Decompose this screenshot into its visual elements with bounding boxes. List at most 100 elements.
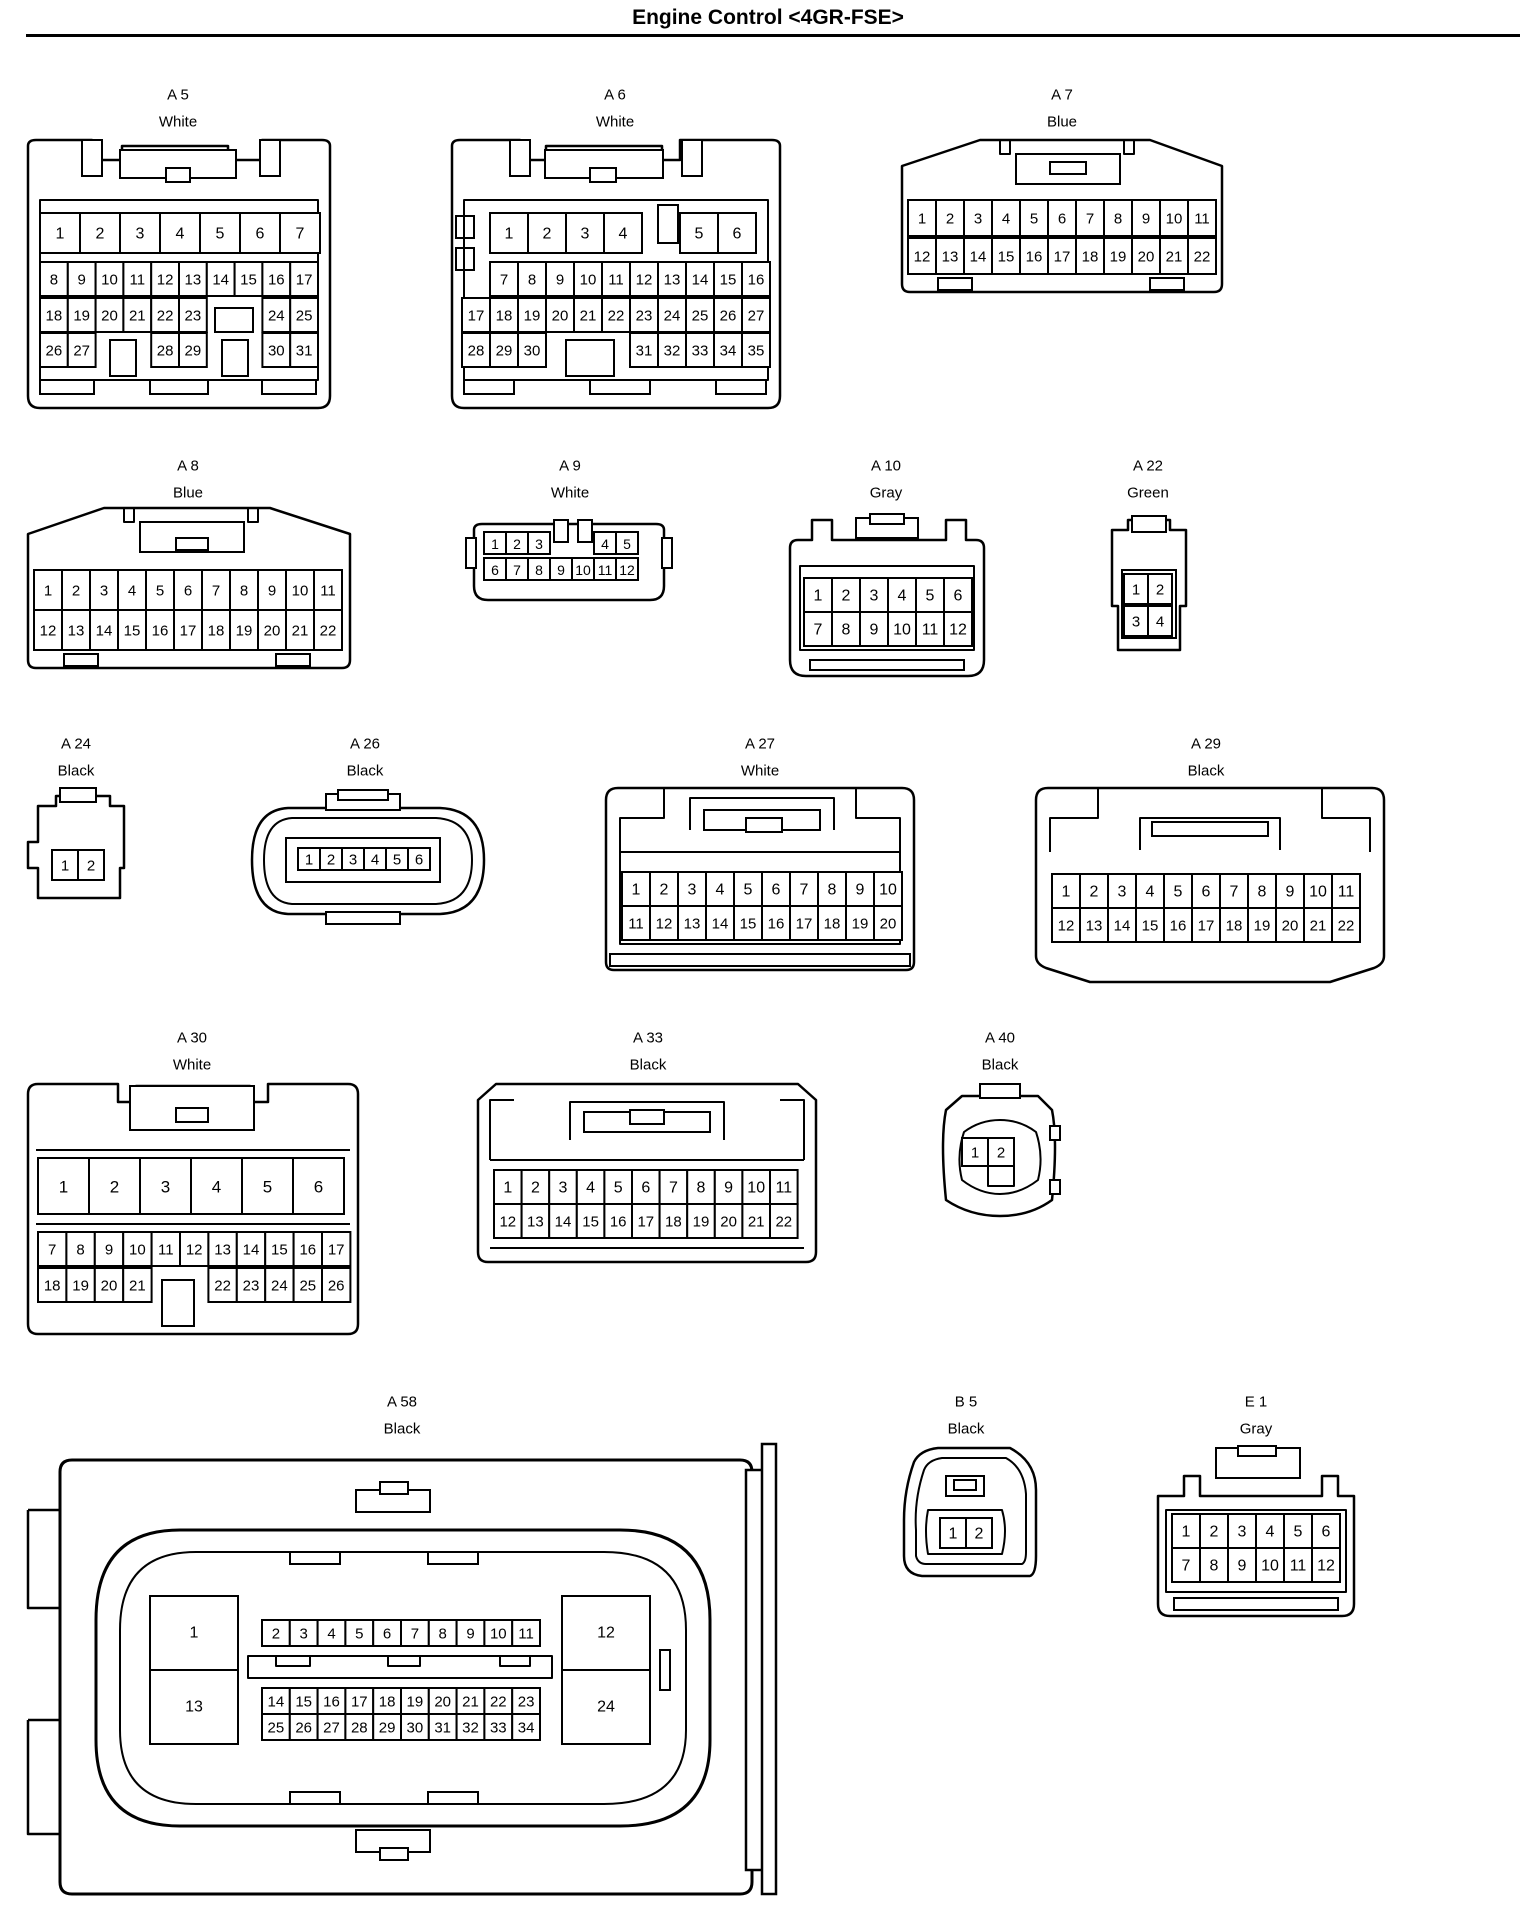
pin-number: 8 (842, 622, 851, 639)
pin-cell (565, 212, 605, 254)
pin-number: 11 (1194, 211, 1210, 228)
pin-number: 17 (180, 623, 197, 640)
pin-number: 11 (158, 1242, 174, 1259)
housing-outline (561, 1669, 651, 1745)
pin-number: 15 (720, 272, 737, 289)
pin-cell (1147, 605, 1173, 637)
pin-number: 18 (208, 623, 225, 640)
housing-outline (1110, 518, 1188, 652)
pin-number: 2 (87, 858, 95, 875)
pin-cell (741, 1203, 772, 1239)
connector-label: A 33 (633, 1030, 663, 1047)
pin-number: 14 (970, 249, 987, 266)
pin-number: 17 (468, 308, 485, 325)
pin-number: 12 (186, 1242, 203, 1259)
pin-cell (150, 332, 180, 368)
pin-number: 8 (439, 1626, 447, 1643)
pin-cell (943, 611, 973, 647)
pin-cell (873, 871, 903, 907)
pin-cell (685, 297, 715, 333)
pin-number: 1 (1062, 884, 1071, 901)
pin-number: 11 (130, 272, 146, 289)
pin-number: 14 (1114, 918, 1131, 935)
connector-color: White (596, 114, 634, 131)
housing-outline (94, 1528, 712, 1828)
connector-color: White (741, 763, 779, 780)
housing-outline (427, 1791, 479, 1805)
pin-cell (803, 577, 833, 613)
pin-number: 22 (1338, 918, 1355, 935)
pin-cell (713, 332, 743, 368)
pin-cell (400, 1713, 430, 1741)
pin-number: 10 (101, 272, 118, 289)
housing-outline (149, 379, 209, 395)
pin-cell (1199, 1547, 1229, 1583)
pin-cell (915, 577, 945, 613)
pin-number: 8 (528, 272, 536, 289)
connector-color: Black (630, 1057, 667, 1074)
pin-cell (289, 332, 320, 368)
housing-outline (589, 167, 617, 183)
pin-number: 11 (608, 272, 624, 289)
pin-cell (1187, 237, 1217, 275)
pin-cell (292, 1231, 324, 1267)
pin-number: 8 (240, 583, 248, 600)
pin-number: 1 (491, 536, 499, 552)
pin-number: 8 (1258, 884, 1267, 901)
pin-cell (292, 1267, 324, 1303)
housing-outline (509, 139, 531, 177)
pin-cell (65, 1231, 96, 1267)
housing-outline (1034, 786, 1386, 984)
pin-number: 12 (619, 562, 635, 578)
pin-number: 7 (800, 882, 809, 899)
pin-number: 1 (1132, 582, 1140, 599)
connector-label: A 8 (177, 458, 199, 475)
pin-cell (713, 261, 743, 297)
pin-number: 14 (692, 272, 709, 289)
pin-number: 11 (628, 916, 644, 933)
connector-color: Black (347, 763, 384, 780)
pin-number: 22 (608, 308, 625, 325)
connector-color: Gray (1240, 1421, 1273, 1438)
pin-number: 13 (68, 623, 85, 640)
housing-outline (1139, 817, 1281, 850)
connector-label: A 58 (387, 1394, 417, 1411)
pin-number: 19 (236, 623, 253, 640)
housing-outline (799, 565, 975, 651)
pin-cell (601, 297, 631, 333)
pin-number: 1 (1182, 1524, 1191, 1541)
pin-number: 10 (292, 583, 309, 600)
housing-outline (275, 653, 311, 667)
pin-cell (313, 569, 343, 611)
pin-cell (455, 1687, 486, 1715)
pin-number: 4 (619, 226, 628, 243)
connector-color: White (173, 1057, 211, 1074)
pin-cell (527, 531, 551, 555)
pin-cell (769, 1169, 799, 1205)
housing-outline (463, 379, 515, 395)
pin-cell (631, 1203, 661, 1239)
pin-number: 8 (1114, 211, 1122, 228)
connector-label: A 6 (604, 87, 626, 104)
pin-number: 7 (212, 583, 220, 600)
pin-number: 6 (772, 882, 781, 899)
pin-number: 11 (320, 583, 336, 600)
connector-label: A 30 (177, 1030, 207, 1047)
pin-cell (545, 261, 575, 297)
pin-number: 2 (72, 583, 80, 600)
pin-cell (145, 609, 175, 651)
pin-number: 14 (712, 916, 729, 933)
pin-number: 1 (632, 882, 641, 899)
pin-number: 5 (1174, 884, 1183, 901)
housing-outline (175, 537, 209, 551)
pin-number: 8 (535, 562, 543, 578)
pin-cell (179, 1231, 210, 1267)
pin-cell (493, 1169, 523, 1205)
pin-cell (483, 1713, 514, 1741)
pin-number: 17 (296, 272, 313, 289)
housing-outline (569, 1101, 725, 1140)
pin-cell (1019, 199, 1049, 237)
